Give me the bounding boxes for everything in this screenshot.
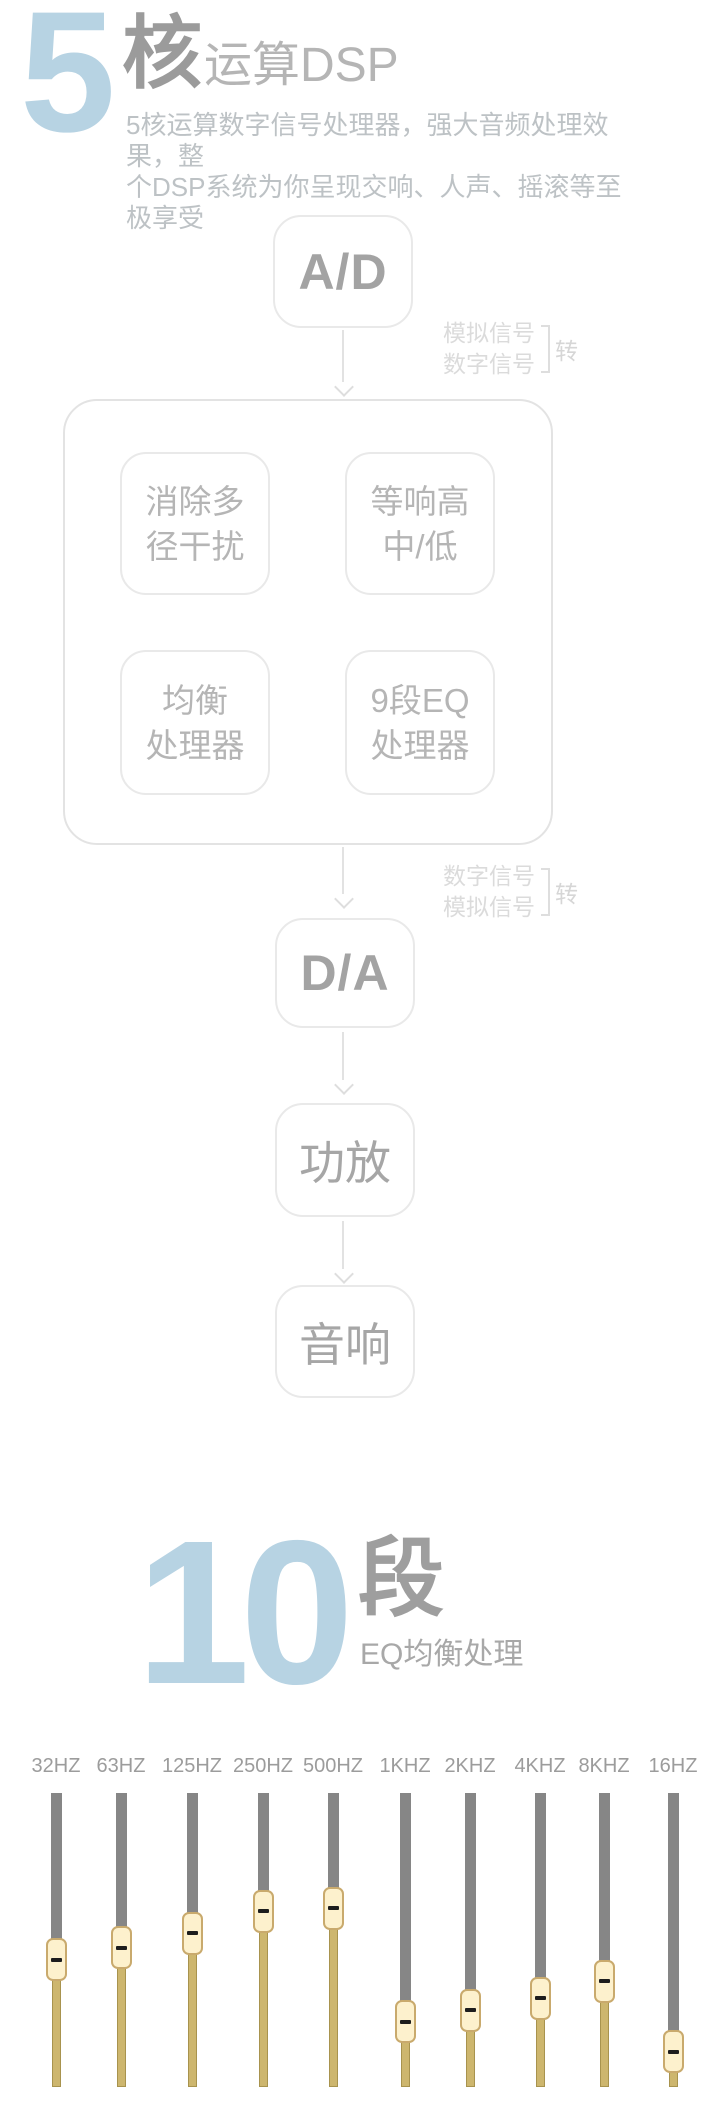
flow-node-ad: A/D	[273, 215, 413, 328]
multipath-line1: 消除多	[145, 482, 245, 520]
signal-label-ad-line1: 模拟信号	[443, 320, 535, 346]
eq-band-label-4khz: 4KHZ	[514, 1755, 566, 1777]
eq-band-label-250hz: 250HZ	[232, 1755, 294, 1777]
eq-handle-dash-icon	[535, 1996, 546, 2001]
eq-handle-dash-icon	[668, 2049, 679, 2054]
signal-label-ad-suffix: 转	[555, 338, 578, 364]
signal-label-ad-lines: 模拟信号 数字信号	[443, 318, 535, 380]
bracket-icon	[541, 868, 550, 916]
eq-slider-handle-125hz[interactable]	[182, 1911, 203, 1955]
flow-node-9band-eq: 9段EQ 处理器	[345, 650, 495, 795]
9band-eq-line2: 处理器	[370, 726, 470, 764]
eq-slider-handle-63hz[interactable]	[111, 1926, 132, 1970]
balance-line1: 均衡	[162, 681, 228, 719]
eq-slider-handle-250hz[interactable]	[253, 1889, 274, 1933]
section2-title-duan: 段	[358, 1531, 444, 1627]
section1-title: 核 运算DSP	[122, 14, 399, 94]
eq-slider-handle-4khz[interactable]	[530, 1976, 551, 2020]
eq-band-label-32hz: 32HZ	[31, 1755, 81, 1777]
multipath-line2: 径干扰	[145, 527, 245, 565]
flow-node-speaker-label: 音响	[299, 1318, 391, 1371]
signal-label-ad: 模拟信号 数字信号 转	[443, 318, 578, 380]
eq-slider-handle-2khz[interactable]	[460, 1988, 481, 2032]
signal-label-da: 数字信号 模拟信号 转	[443, 861, 578, 923]
big-number-10: 10	[136, 1498, 354, 1727]
eq-track-8khz	[599, 1793, 610, 1981]
eq-band-label-2khz: 2KHZ	[444, 1755, 496, 1777]
eq-track-16hz	[668, 1793, 679, 2052]
flow-arrow-1-head	[334, 377, 354, 397]
subtitle-line-1: 5核运算数字信号处理器，强大音频处理效果，整	[126, 110, 609, 171]
signal-label-da-lines: 数字信号 模拟信号	[443, 861, 535, 923]
signal-label-da-line2: 模拟信号	[443, 894, 535, 920]
eq-band-label-63hz: 63HZ	[96, 1755, 146, 1777]
flow-arrow-2-head	[334, 889, 354, 909]
eq-handle-dash-icon	[116, 1945, 127, 1950]
signal-label-da-suffix: 转	[555, 881, 578, 907]
flow-arrow-1-line	[342, 330, 344, 382]
eq-handle-dash-icon	[328, 1906, 339, 1911]
flow-arrow-2-line	[342, 847, 344, 894]
eq-handle-dash-icon	[258, 1909, 269, 1914]
eq-slider-handle-32hz[interactable]	[46, 1938, 67, 1982]
loudness-line1: 等响高	[370, 482, 470, 520]
eq-handle-dash-icon	[187, 1931, 198, 1936]
eq-slider-handle-1khz[interactable]	[395, 2000, 416, 2044]
eq-track-2khz	[465, 1793, 476, 2010]
balance-line2: 处理器	[145, 726, 245, 764]
flow-node-ad-label: A/D	[298, 243, 388, 300]
eq-slider-handle-500hz[interactable]	[323, 1886, 344, 1930]
eq-band-label-16hz: 16HZ	[648, 1755, 698, 1777]
eq-track-500hz	[328, 1793, 339, 1908]
eq-band-label-1khz: 1KHZ	[379, 1755, 431, 1777]
eq-track-1khz	[400, 1793, 411, 2022]
flow-node-balance: 均衡 处理器	[120, 650, 270, 795]
eq-slider-handle-16hz[interactable]	[663, 2030, 684, 2074]
title-strong-he: 核	[122, 9, 202, 98]
flow-arrow-3-line	[342, 1032, 344, 1080]
signal-label-ad-line2: 数字信号	[443, 351, 535, 377]
eq-band-label-500hz: 500HZ	[302, 1755, 364, 1777]
subtitle-line-2: 个DSP系统为你呈现交响、人声、摇滚等至极享受	[126, 172, 622, 233]
eq-stem-250hz	[259, 1910, 268, 2087]
eq-stem-500hz	[329, 1907, 338, 2087]
flow-node-multipath: 消除多 径干扰	[120, 452, 270, 595]
flow-node-amplifier: 功放	[275, 1103, 415, 1217]
eq-handle-dash-icon	[599, 1979, 610, 1984]
eq-stem-125hz	[188, 1932, 197, 2087]
flow-node-da: D/A	[275, 918, 415, 1028]
eq-track-4khz	[535, 1793, 546, 1998]
flow-node-da-label: D/A	[300, 945, 390, 1001]
loudness-line2: 中/低	[382, 527, 458, 565]
flow-node-loudness: 等响高 中/低	[345, 452, 495, 595]
9band-eq-line1: 9段EQ	[370, 681, 470, 719]
bracket-icon	[541, 325, 550, 373]
section2-subtitle: EQ均衡处理	[360, 1638, 524, 1671]
flow-node-speaker: 音响	[275, 1285, 415, 1398]
flow-node-amplifier-label: 功放	[299, 1137, 391, 1189]
flow-arrow-4-head	[334, 1264, 354, 1284]
eq-band-label-8khz: 8KHZ	[578, 1755, 630, 1777]
eq-band-label-125hz: 125HZ	[161, 1755, 223, 1777]
big-number-5: 5	[20, 0, 116, 168]
eq-track-250hz	[258, 1793, 269, 1911]
flow-arrow-4-line	[342, 1221, 344, 1269]
equalizer-graphic: 32HZ 63HZ 125HZ 250HZ 500HZ 1KHZ 2KHZ 4KHZ 8KHZ 1…	[0, 1755, 712, 2100]
eq-slider-handle-8khz[interactable]	[594, 1959, 615, 2003]
signal-label-da-line1: 数字信号	[443, 863, 535, 889]
eq-track-125hz	[187, 1793, 198, 1933]
title-light-dsp: 运算DSP	[204, 39, 399, 92]
section1-subtitle: 5核运算数字信号处理器，强大音频处理效果，整 个DSP系统为你呈现交响、人声、摇…	[126, 110, 646, 234]
eq-handle-dash-icon	[51, 1957, 62, 1962]
eq-handle-dash-icon	[400, 2019, 411, 2024]
flow-arrow-3-head	[334, 1075, 354, 1095]
eq-track-32hz	[51, 1793, 62, 1960]
eq-handle-dash-icon	[465, 2008, 476, 2013]
eq-track-63hz	[116, 1793, 127, 1948]
